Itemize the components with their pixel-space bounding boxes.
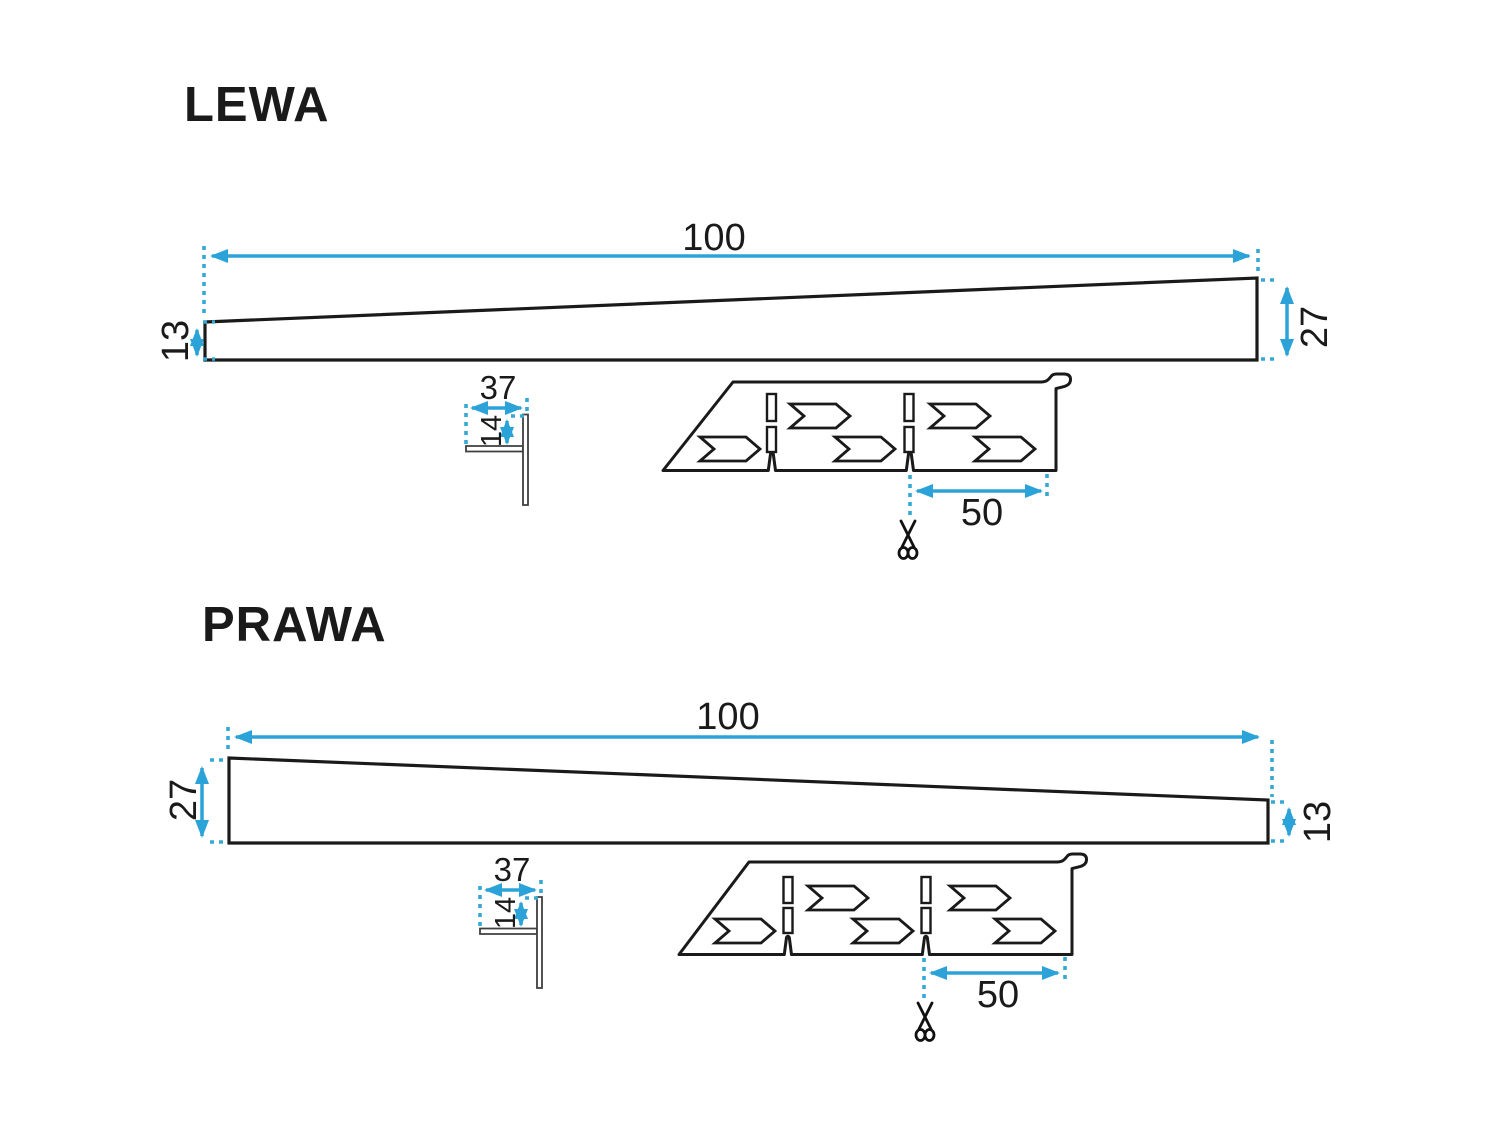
cross-section-view: 37 14: [464, 369, 529, 506]
upstand-dimension-label: 14: [490, 897, 522, 929]
profile-outline: [227, 756, 1270, 845]
chevron-cutout: [946, 884, 1013, 912]
section-title: PRAWA: [202, 598, 387, 652]
scissors-icon: [897, 519, 919, 560]
chevron-cutout: [804, 884, 871, 912]
cross-section-view: 37 14: [478, 851, 543, 989]
length-dimension-label: 100: [696, 696, 759, 738]
width-dimension-label: 37: [494, 851, 531, 888]
chevron-cutout: [831, 435, 898, 463]
chevron-cutout: [926, 402, 993, 430]
cut-spacing-dimension-label: 50: [977, 974, 1019, 1016]
slot-cutout: [782, 875, 794, 905]
upstand-dimension-label: 14: [476, 415, 508, 447]
section-title: LEWA: [184, 78, 330, 132]
slot-cutout: [782, 906, 794, 935]
chevron-cutout: [786, 402, 853, 430]
chevron-cutout: [971, 435, 1038, 463]
detail-outline: [661, 372, 1072, 472]
scissors-icon: [914, 1001, 936, 1042]
profile-side-view: 100 27 13: [163, 696, 1339, 845]
cross-section-stem: [536, 896, 543, 989]
left-height-dimension-label: 27: [163, 779, 205, 821]
slot-cutout: [903, 425, 915, 454]
profile-outline: [203, 276, 1259, 362]
length-dimension-label: 100: [682, 217, 745, 259]
slot-cutout: [765, 425, 778, 454]
prawa-diagram: PRAWA 100 27 13 37: [163, 598, 1339, 1042]
chevron-cutout: [849, 917, 916, 945]
chevron-cutout: [711, 917, 778, 945]
slot-cutout: [920, 906, 932, 935]
slot-cutout: [765, 392, 778, 423]
cross-section-stem: [522, 413, 529, 506]
cut-spacing-dimension-label: 50: [961, 492, 1003, 534]
chevron-cutout: [991, 917, 1058, 945]
perforation-detail-view: 50: [677, 852, 1088, 1042]
slot-cutout: [920, 875, 932, 905]
width-dimension-label: 37: [480, 369, 517, 406]
slot-cutout: [903, 392, 915, 423]
perforation-detail-view: 50: [661, 372, 1072, 560]
profile-side-view: 100 13 27: [155, 217, 1336, 362]
chevron-cutout: [696, 435, 763, 463]
detail-outline: [677, 852, 1088, 956]
lewa-diagram: LEWA 100 13 27 37: [155, 78, 1336, 560]
right-height-dimension-label: 13: [1297, 801, 1339, 843]
right-height-dimension-label: 27: [1294, 306, 1336, 348]
left-height-dimension-label: 13: [155, 320, 197, 362]
